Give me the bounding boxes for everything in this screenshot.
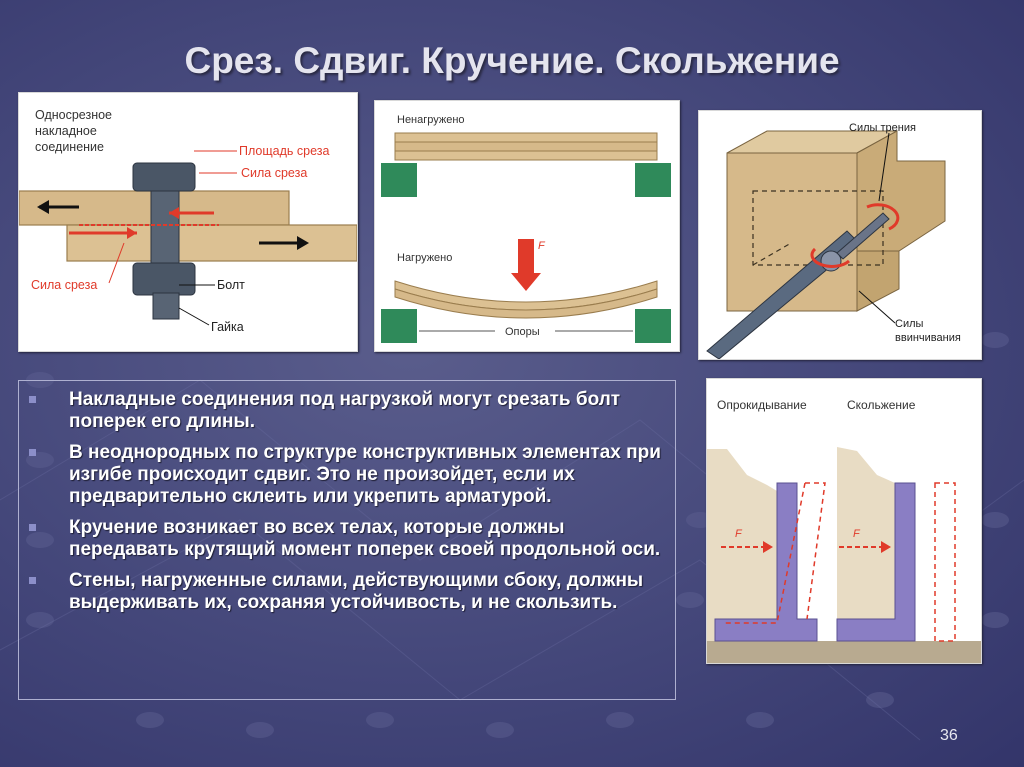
- joint-label-line2: накладное: [35, 124, 97, 138]
- shear-area-label: Площадь среза: [239, 144, 329, 158]
- beam-bending-figure: Ненагружено Нагружено F Опоры: [374, 100, 680, 352]
- bullet-item: В неоднородных по структуре конструктивн…: [19, 442, 675, 508]
- slide-title: Срез. Сдвиг. Кручение. Скольжение: [184, 40, 840, 81]
- shear-force-left-label: Сила среза: [31, 278, 97, 292]
- screwing-label-line2: ввинчивания: [895, 332, 961, 344]
- bullet-marker: [29, 396, 36, 403]
- shear-force-top-label: Сила среза: [241, 166, 307, 180]
- overturning-label: Опрокидывание: [717, 398, 807, 412]
- loaded-label: Нагружено: [397, 252, 452, 264]
- unloaded-label: Ненагружено: [397, 114, 465, 126]
- bullet-marker: [29, 524, 36, 531]
- bullet-item: Кручение возникает во всех телах, которы…: [19, 517, 675, 561]
- joint-label-line1: Односрезное: [35, 108, 112, 122]
- bullet-text: Накладные соединения под нагрузкой могут…: [69, 389, 621, 432]
- force-right-label: F: [853, 528, 861, 540]
- force-label: F: [538, 240, 546, 252]
- bullet-marker: [29, 449, 36, 456]
- bullet-list: Накладные соединения под нагрузкой могут…: [19, 381, 675, 614]
- bullet-item: Накладные соединения под нагрузкой могут…: [19, 389, 675, 433]
- joint-label-line3: соединение: [35, 140, 104, 154]
- wall-stability-figure: Опрокидывание Скольжение F F: [706, 378, 982, 664]
- force-left-label: F: [735, 528, 743, 540]
- bullet-text: Стены, нагруженные силами, действующими …: [69, 570, 644, 613]
- supports-label: Опоры: [505, 326, 540, 338]
- nut-label: Гайка: [211, 320, 244, 334]
- page-number: 36: [940, 727, 958, 744]
- bullet-item: Стены, нагруженные силами, действующими …: [19, 570, 675, 614]
- bullet-text: В неоднородных по структуре конструктивн…: [69, 442, 661, 507]
- screwing-label-line1: Силы: [895, 318, 924, 330]
- bullet-text-box: Накладные соединения под нагрузкой могут…: [18, 380, 676, 700]
- bolt-label: Болт: [217, 278, 245, 292]
- torsion-figure: Силы трения Силы ввинчивания: [698, 110, 982, 360]
- bolt-shear-figure: Односрезное накладное соединение Площадь…: [18, 92, 358, 352]
- friction-label: Силы трения: [849, 122, 916, 134]
- bullet-marker: [29, 577, 36, 584]
- sliding-label: Скольжение: [847, 398, 916, 412]
- bullet-text: Кручение возникает во всех телах, которы…: [69, 517, 661, 560]
